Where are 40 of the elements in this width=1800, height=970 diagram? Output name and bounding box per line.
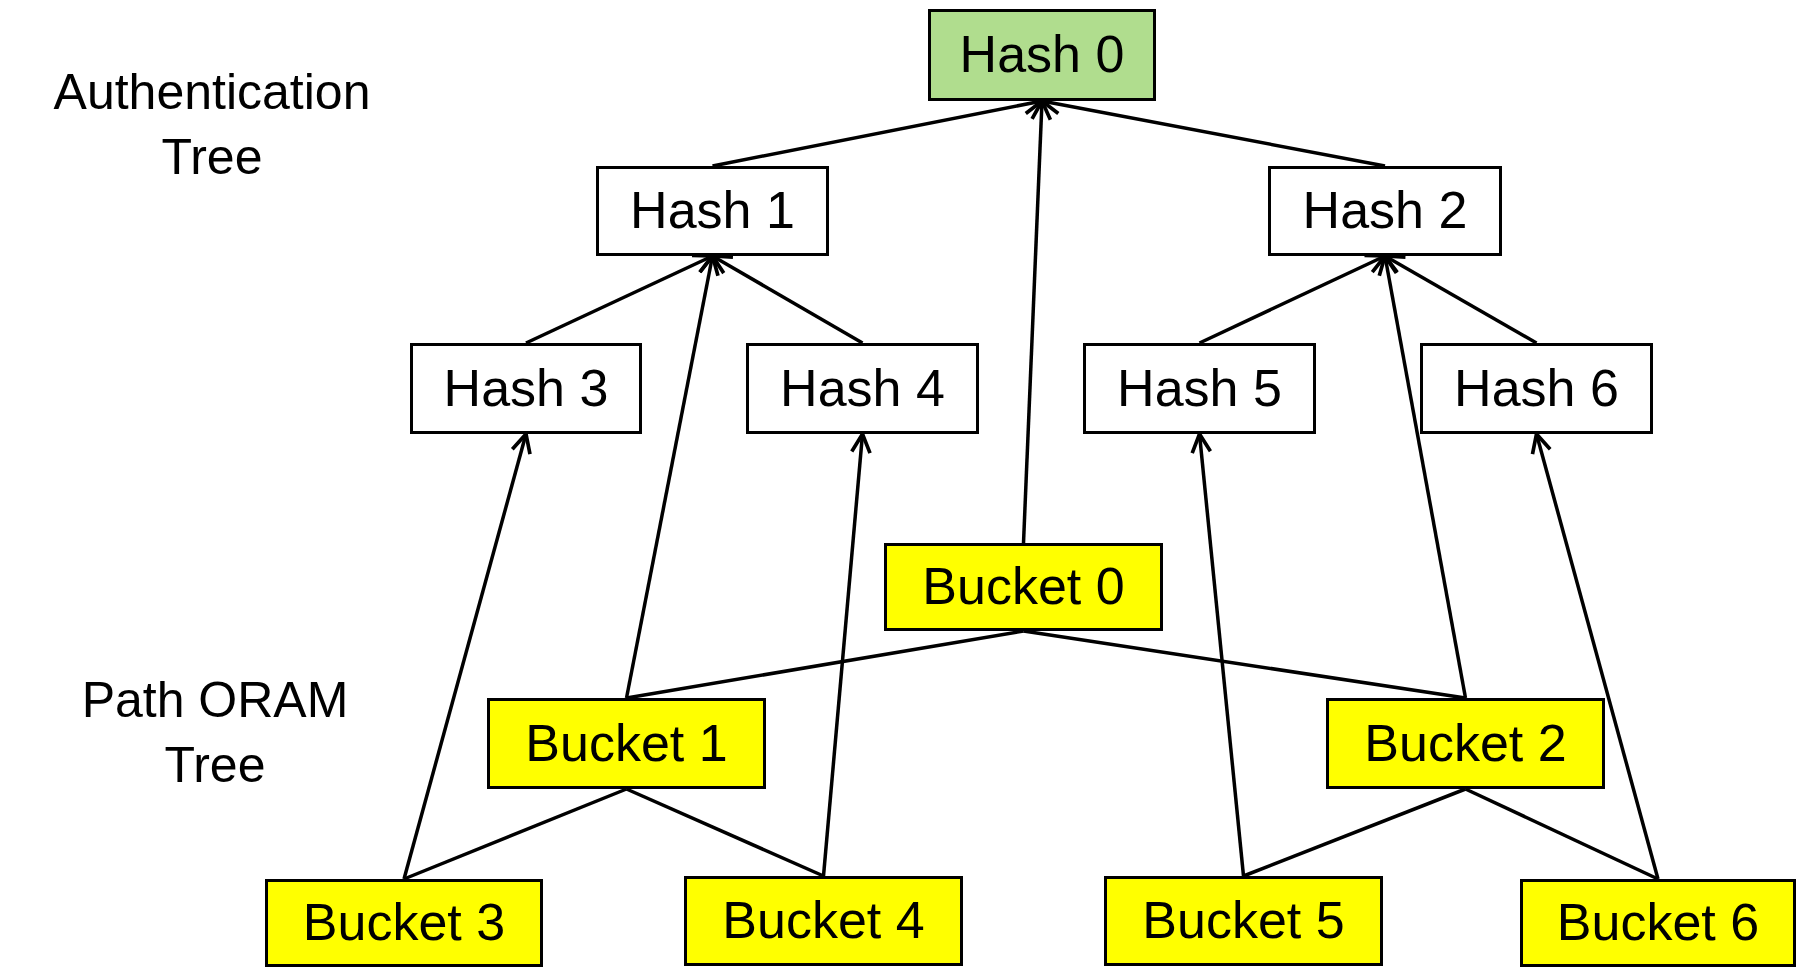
arrow [402, 432, 532, 880]
bucket-box [1326, 698, 1605, 789]
bucket-box [265, 879, 543, 967]
arrow [821, 432, 872, 877]
hash-box [596, 166, 829, 256]
tree-label: Authentication Tree [52, 63, 372, 187]
hash-box [1083, 343, 1316, 434]
connector-line [1023, 629, 1466, 700]
node-label: Bucket 4 [722, 892, 925, 950]
bucket-box [884, 543, 1163, 631]
bucket-box [487, 698, 766, 789]
node-label: Bucket 3 [302, 894, 506, 952]
node-label: Hash 1 [630, 182, 795, 240]
arrow [1530, 432, 1660, 880]
node-label: Hash 0 [959, 26, 1125, 84]
arrow [1190, 432, 1246, 877]
hash-box [410, 343, 642, 434]
connector-line [1242, 787, 1467, 878]
connector-line [625, 787, 825, 878]
node-label: Hash 6 [1454, 359, 1619, 418]
connector-line [403, 787, 628, 881]
node-label: Bucket 2 [1364, 714, 1567, 773]
hash-box [1420, 343, 1653, 434]
node-label: Bucket 0 [922, 558, 1125, 616]
node-label: Hash 3 [443, 359, 609, 418]
node-label: Hash 2 [1302, 182, 1468, 240]
hash-box [746, 343, 979, 434]
tree-label: Path ORAM Tree [80, 671, 350, 795]
node-label: Hash 4 [780, 359, 945, 418]
connector-line [1464, 787, 1659, 881]
hash-box [1268, 166, 1502, 256]
node-label: Bucket 6 [1556, 894, 1760, 952]
bucket-box [684, 876, 963, 966]
node-label: Hash 5 [1117, 359, 1282, 418]
node-label: Bucket 1 [525, 714, 728, 773]
node-label: Bucket 5 [1142, 892, 1345, 950]
bucket-box [1520, 879, 1796, 967]
connector-line [626, 629, 1024, 700]
hash-box [928, 9, 1156, 101]
bucket-box [1104, 876, 1383, 966]
